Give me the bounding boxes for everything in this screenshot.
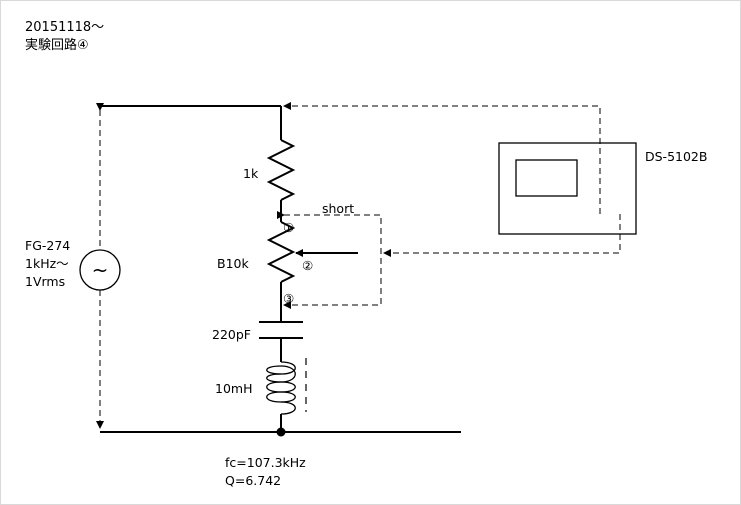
scope-label: DS-5102B [645,149,707,164]
sine-icon: ~ [92,258,109,282]
pin3-label: ③ [283,291,294,306]
probe-ch1-line [283,102,601,214]
resistor-1k [266,139,296,201]
inductor-10mh [266,358,307,415]
date-label: 20151118～ [25,20,105,35]
oscilloscope-screen [515,159,578,197]
inductor-label: 10mH [215,381,252,396]
gen-level-label: 1Vrms [25,274,65,289]
signal-generator-symbol [79,249,121,291]
capacitor-label: 220pF [212,327,251,342]
pot-label: B10k [217,256,249,271]
gen-freq-label: 1kHz～ [25,256,69,271]
fc-label: fc=107.3kHz [225,455,306,470]
q-label: Q=6.742 [225,473,281,488]
pin1-label: ① [283,220,294,235]
junction-dot [276,427,286,437]
probe-ch2-line [383,214,621,257]
gen-model-label: FG-274 [25,238,70,253]
short-label: short [322,201,354,216]
resistor-label: 1k [243,166,259,181]
potentiometer-b10k [266,221,296,283]
short-jumper-line [277,211,382,309]
pin2-label: ② [302,258,313,273]
circuit-title: 実験回路④ [25,38,89,53]
